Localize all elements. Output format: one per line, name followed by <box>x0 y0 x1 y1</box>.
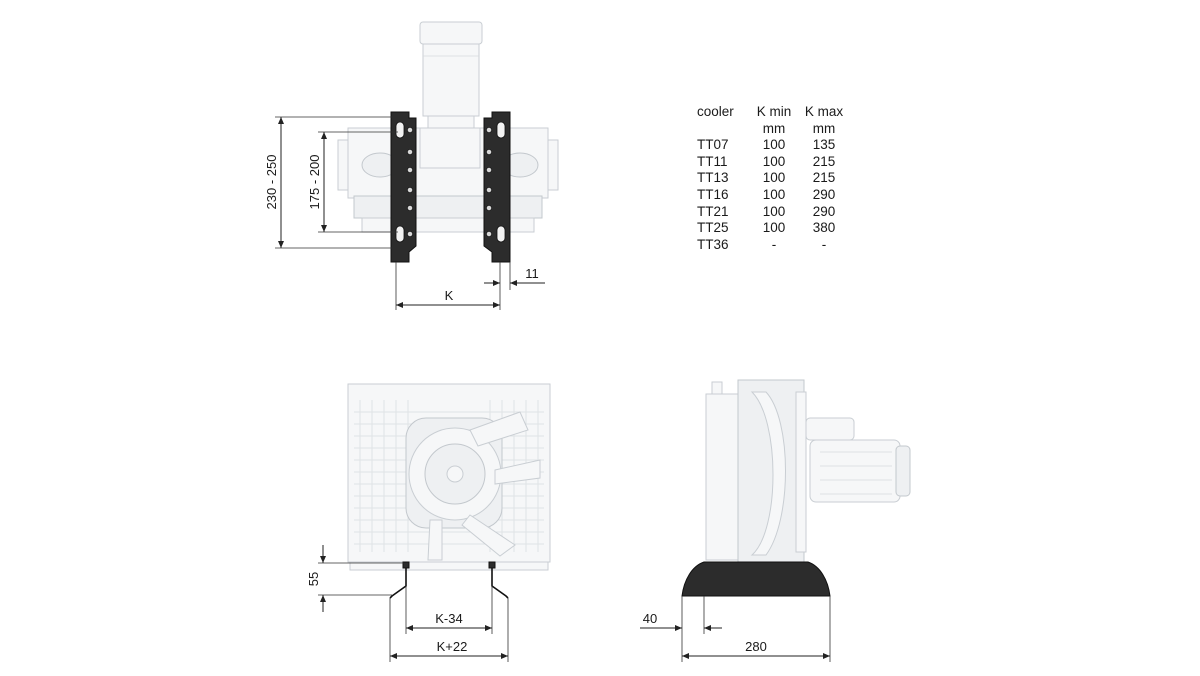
table-row: TT07 100 135 <box>697 137 849 154</box>
table-row: TT11 100 215 <box>697 154 849 171</box>
top-view: 230 - 250 175 - 200 K 11 <box>264 21 559 310</box>
dimension-inner-height: 175 - 200 <box>307 131 398 233</box>
left-bracket <box>390 111 417 263</box>
dimension-side-offset-label: 40 <box>643 611 657 626</box>
dimension-leg-height: 55 <box>306 545 404 612</box>
dimension-outer-width-label: K+22 <box>437 639 468 654</box>
unit-cooler <box>697 121 749 138</box>
dimension-leg-height-label: 55 <box>306 572 321 586</box>
cell-k-min: 100 <box>762 220 786 236</box>
dimension-offset-label: 11 <box>525 266 539 281</box>
cell-k-min: - <box>771 236 777 252</box>
cell-k-min: 100 <box>762 137 786 153</box>
table-row: TT25 100 380 <box>697 220 849 237</box>
cell-cooler: TT07 <box>697 137 729 153</box>
dimension-base-length: 280 <box>682 596 831 662</box>
top-cooler-ghost <box>337 127 559 233</box>
front-cooler-ghost <box>347 383 551 571</box>
cell-k-min: 100 <box>762 186 786 202</box>
cell-cooler: TT36 <box>697 236 729 252</box>
dimension-offset: 11 <box>484 262 545 290</box>
dimension-inner-width: K-34 <box>405 586 493 634</box>
dimension-outer-height-label: 230 - 250 <box>264 155 279 210</box>
cell-k-min: 100 <box>762 203 786 219</box>
cell-k-max: 135 <box>812 137 836 153</box>
dimension-side-offset: 40 <box>640 596 722 662</box>
cell-cooler: TT21 <box>697 203 729 219</box>
cell-k-min: 100 <box>762 153 786 169</box>
dimension-inner-height-label: 175 - 200 <box>307 155 322 210</box>
top-motor-ghost <box>419 21 483 129</box>
side-view: 40 280 <box>640 379 911 662</box>
unit-k-min: mm <box>762 120 786 136</box>
table-row: TT16 100 290 <box>697 187 849 204</box>
cell-k-max: 290 <box>812 186 836 202</box>
dimension-outer-height: 230 - 250 <box>264 116 392 249</box>
cell-k-max: 215 <box>812 170 836 186</box>
dimension-outer-width: K+22 <box>389 598 509 662</box>
right-bracket <box>483 111 511 263</box>
unit-k-max: mm <box>812 120 836 136</box>
side-cooler-ghost <box>705 379 911 563</box>
header-k-max: K max <box>804 104 844 119</box>
table-row: TT13 100 215 <box>697 170 849 187</box>
spec-table-header: cooler K min K max <box>697 104 849 121</box>
dimension-spacing-label: K <box>445 288 454 303</box>
front-mounting-feet <box>389 561 509 599</box>
spec-table: cooler K min K max mm mm TT07 100 135 TT… <box>697 104 849 253</box>
cell-k-max: 380 <box>812 220 836 236</box>
cell-cooler: TT11 <box>697 153 728 169</box>
header-cooler: cooler <box>697 104 734 119</box>
table-row: TT36 - - <box>697 237 849 254</box>
dimension-spacing: K <box>395 262 501 310</box>
header-k-min: K min <box>756 104 792 119</box>
cell-cooler: TT25 <box>697 220 729 236</box>
dimension-inner-width-label: K-34 <box>435 611 462 626</box>
cell-k-max: 215 <box>812 153 836 169</box>
cell-cooler: TT16 <box>697 186 729 202</box>
side-mounting-base <box>681 561 831 597</box>
cell-cooler: TT13 <box>697 170 729 186</box>
cell-k-max: 290 <box>812 203 836 219</box>
front-view: 55 K-34 K+22 <box>306 383 551 662</box>
table-row: TT21 100 290 <box>697 204 849 221</box>
spec-table-units: mm mm <box>697 121 849 138</box>
dimension-base-length-label: 280 <box>745 639 767 654</box>
cell-k-min: 100 <box>762 170 786 186</box>
cell-k-max: - <box>821 236 827 252</box>
